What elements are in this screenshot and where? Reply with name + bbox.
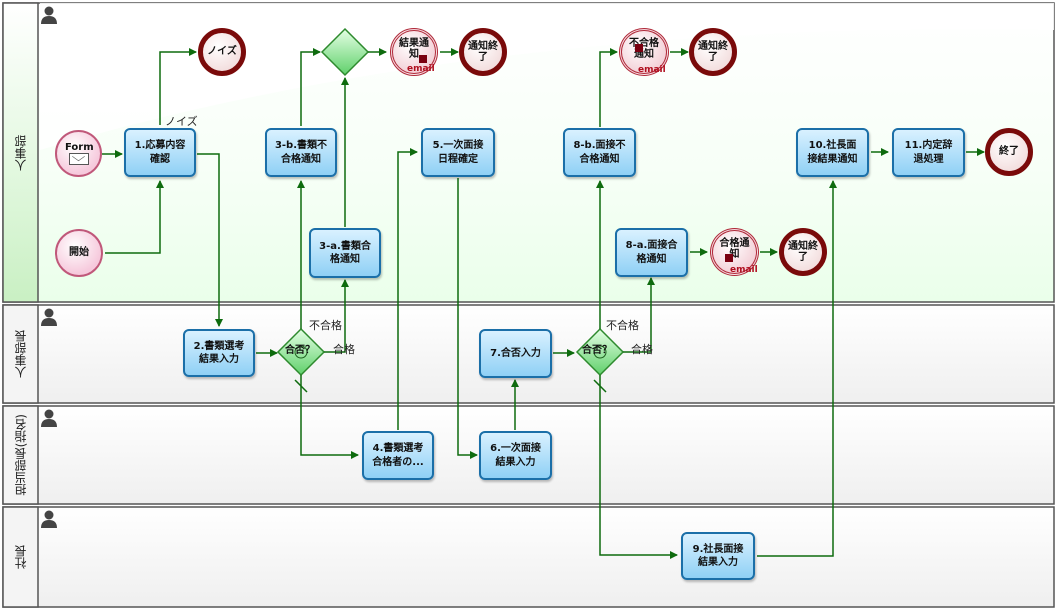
end-event-final[interactable]: 終了 xyxy=(985,128,1033,176)
end-event-notify-3[interactable]: 通知終 了 xyxy=(779,228,827,276)
flow-t4-to-t5 xyxy=(397,148,418,430)
gateway-g1[interactable] xyxy=(276,327,326,377)
message-icon xyxy=(635,44,643,52)
lane-president xyxy=(2,506,1055,608)
message-icon xyxy=(419,55,427,63)
edge-label-g2-pass: 合格 xyxy=(631,343,653,356)
task-8a-interview-pass-notice[interactable]: 8-a.面接合 格通知 xyxy=(615,228,688,277)
edge-label-g1-pass: 合格 xyxy=(333,343,355,356)
flow-g1-to-t4 xyxy=(300,375,359,459)
task-3b-fail-notice[interactable]: 3-b.書類不 合格通知 xyxy=(265,128,337,177)
edge-label-noise: ノイズ xyxy=(165,115,198,128)
flow-t5-to-t6 xyxy=(457,178,478,459)
task-4-passed-candidates[interactable]: 4.書類選考 合格者の... xyxy=(362,431,434,480)
message-event-reject-notice[interactable]: 不合格 通知 email xyxy=(619,28,669,76)
gateway-g1-label: 合否？ xyxy=(285,345,315,356)
flow-t1-to-t2 xyxy=(197,153,223,327)
task-1-review-application[interactable]: 1.応募内容 確認 xyxy=(124,128,196,177)
person-icon xyxy=(41,510,57,528)
start-event-form[interactable]: Form xyxy=(55,130,102,177)
lane-label-hr: 人事部 xyxy=(13,134,28,171)
task-11-offer-decline[interactable]: 11.内定辞 退処理 xyxy=(892,128,965,177)
start-event[interactable]: 開始 xyxy=(55,229,103,277)
envelope-icon xyxy=(69,151,89,165)
task-10-president-result-notice[interactable]: 10.社長面 接結果通知 xyxy=(796,128,869,177)
gateway-g2-label: 合否？ xyxy=(582,345,612,356)
task-2-screening-result[interactable]: 2.書類選考 結果入力 xyxy=(183,329,255,377)
flow-g2-to-t8a xyxy=(623,277,655,353)
lane-label-president: 社長 xyxy=(13,545,28,569)
edge-label-g1-fail: 不合格 xyxy=(309,319,342,332)
lane-label-hr-manager: 人事部長 xyxy=(13,330,28,378)
task-5-schedule-interview[interactable]: 5.一次面接 日程確定 xyxy=(421,128,495,177)
end-event-noise[interactable]: ノイズ xyxy=(198,28,246,76)
task-3a-pass-notice[interactable]: 3-a.書類合 格通知 xyxy=(309,228,381,278)
edge-label-g2-fail: 不合格 xyxy=(606,319,639,332)
flow-connectors xyxy=(102,48,985,559)
flow-t9-to-t10 xyxy=(757,180,837,557)
task-6-interview-result[interactable]: 6.一次面接 結果入力 xyxy=(479,431,552,480)
end-event-notify-2[interactable]: 通知終 了 xyxy=(689,28,737,76)
form-label: Form xyxy=(65,142,94,153)
task-7-pass-fail-input[interactable]: 7.合否入力 xyxy=(479,329,552,378)
email-label: email xyxy=(407,64,435,74)
lane-dept-manager xyxy=(2,405,1055,505)
flow-g1-to-t3a xyxy=(324,279,349,353)
flow-g2-to-t9 xyxy=(599,375,678,559)
person-icon xyxy=(41,6,57,24)
flow-t8b-to-reject xyxy=(599,48,618,127)
flow-start-to-t1 xyxy=(105,180,164,254)
email-label: email xyxy=(638,65,666,75)
person-icon xyxy=(41,409,57,427)
flow-t1-to-noise xyxy=(159,48,197,125)
default-flow-marks xyxy=(294,379,607,393)
lane-label-dept-manager: 担当部長(指名) xyxy=(13,414,28,496)
task-9-president-interview-result[interactable]: 9.社長面接 結果入力 xyxy=(681,532,755,580)
flow-t3b-to-gw xyxy=(300,48,321,126)
message-icon xyxy=(725,254,733,262)
email-label: email xyxy=(730,265,758,275)
message-event-pass-notice[interactable]: 合格通 知 email xyxy=(710,228,759,276)
message-event-result-notice[interactable]: 結果通 知 email xyxy=(390,28,438,76)
person-icon xyxy=(41,308,57,326)
gateway-top[interactable] xyxy=(320,27,370,77)
task-8b-interview-fail-notice[interactable]: 8-b.面接不 合格通知 xyxy=(563,128,636,177)
end-event-notify-1[interactable]: 通知終 了 xyxy=(459,28,507,76)
lane-hr-manager xyxy=(2,304,1055,404)
